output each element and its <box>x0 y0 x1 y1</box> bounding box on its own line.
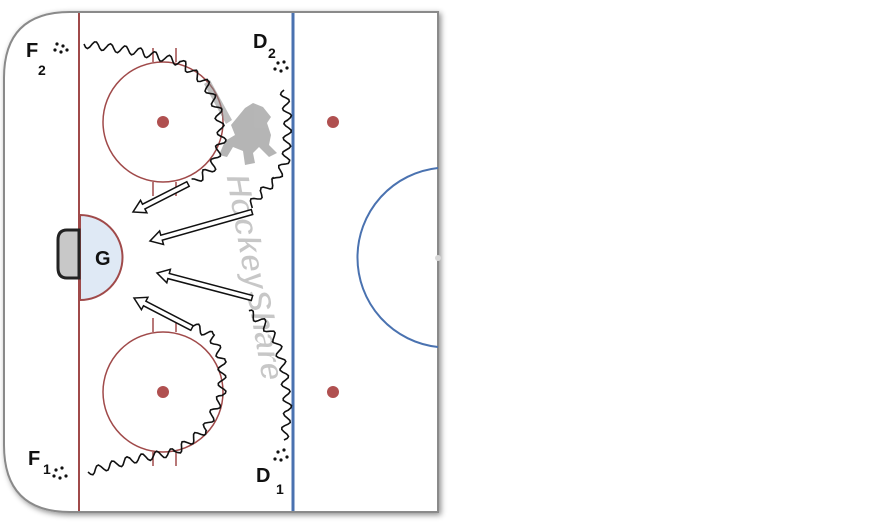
neutral-zone-dot-top <box>327 116 339 128</box>
player-d1: D 1 <box>256 448 289 497</box>
goal-net <box>56 228 81 280</box>
player-label-d2: D <box>253 31 267 53</box>
skate-path-d1 <box>248 309 293 441</box>
player-label-d1: D <box>256 465 270 487</box>
player-sub-f1: 1 <box>43 461 51 477</box>
center-circle <box>356 167 439 348</box>
faceoff-circle-bottom <box>102 331 224 453</box>
player-sub-d1: 1 <box>276 481 284 497</box>
skate-path-f2 <box>83 41 227 182</box>
faceoff-dot-bottom <box>157 386 169 398</box>
neutral-zone-dot-bottom <box>327 386 339 398</box>
goal-crease <box>79 213 124 302</box>
pass-arrows <box>131 180 254 332</box>
player-dots-icon <box>53 42 69 54</box>
hockey-stick-icon <box>204 80 232 124</box>
player-sub-d2: 2 <box>268 45 276 61</box>
player-label-f1: F <box>28 448 40 470</box>
rink-boards <box>3 11 439 513</box>
faceoff-circle-top <box>102 61 224 183</box>
player-dots-icon <box>52 466 68 480</box>
player-silhouette-icon <box>219 103 277 165</box>
faceoff-dot-top <box>157 116 169 128</box>
player-dots-icon <box>273 60 289 73</box>
player-dots-icon <box>273 448 289 462</box>
player-d2: D 2 <box>253 31 289 73</box>
player-f1: F 1 <box>28 448 68 480</box>
player-sub-f2: 2 <box>38 62 46 78</box>
pass-arrow <box>131 180 191 214</box>
pass-arrow <box>148 208 254 246</box>
pass-arrow <box>155 268 254 302</box>
pass-arrow <box>132 296 195 332</box>
skate-path-d2 <box>249 89 293 209</box>
goalie-label: G <box>95 248 111 270</box>
center-dot <box>435 255 441 261</box>
player-label-f2: F <box>26 40 38 62</box>
skate-path-f1 <box>87 323 227 476</box>
player-f2: F 2 <box>26 40 69 78</box>
